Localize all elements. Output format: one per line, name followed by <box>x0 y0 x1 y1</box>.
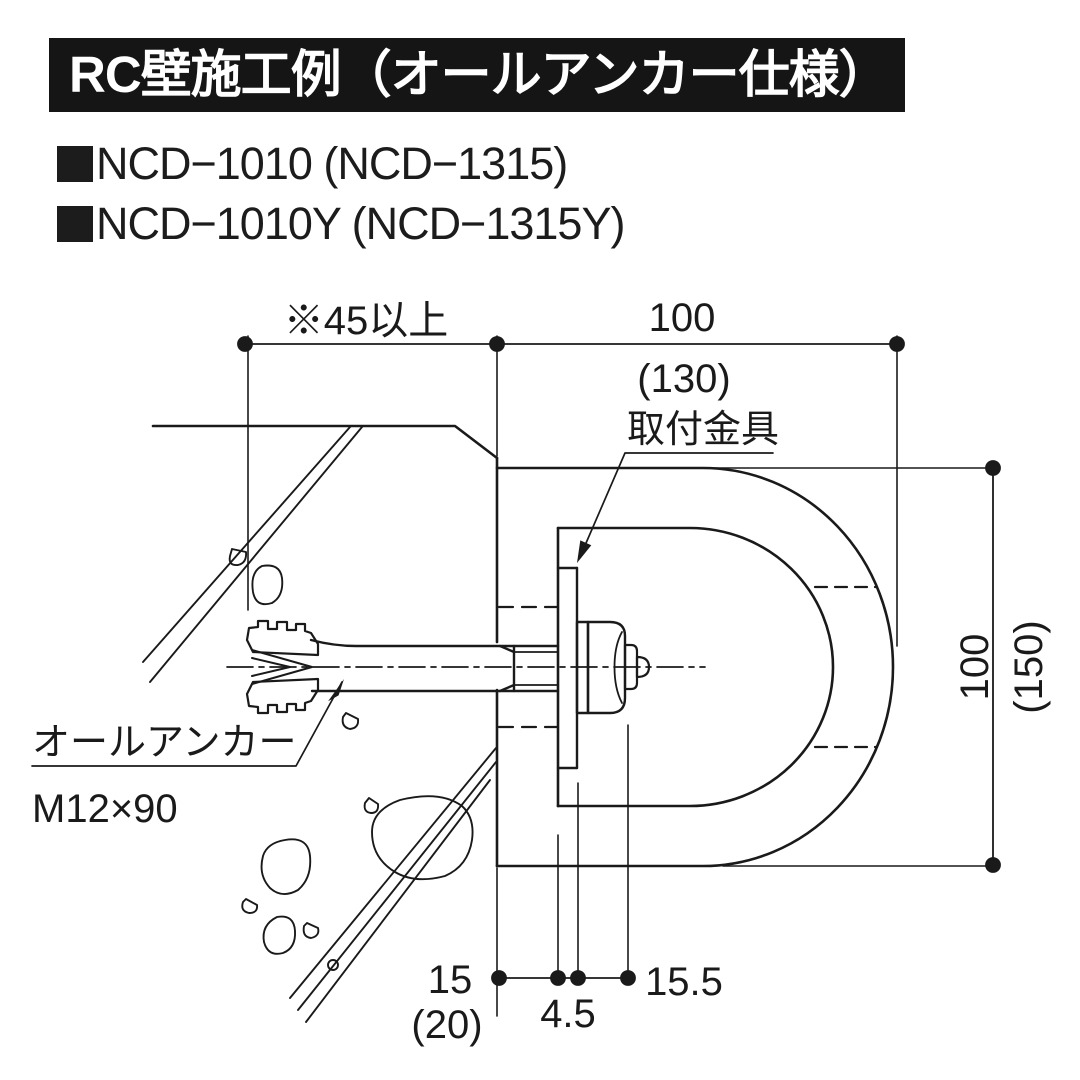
dim-base-thickness-alt: (20) <box>411 1003 482 1047</box>
right-dimension-line <box>985 460 1001 873</box>
dim-height-alt: (150) <box>1007 620 1051 713</box>
bolt-tip <box>635 655 651 679</box>
aggregate-pebbles <box>228 548 474 971</box>
wall-top-edge <box>151 424 499 460</box>
anchor-arrowhead-icon <box>328 679 344 702</box>
drawing-labels: ※45以上 100 (130) 取付金具 100 (150) 15 (20) 4… <box>32 296 1051 1047</box>
anchor-leader-line <box>31 681 343 767</box>
expansion-jaws <box>245 619 320 715</box>
mounting-plate <box>556 566 579 770</box>
nut-facet-line <box>613 631 623 704</box>
square-bullet-icon <box>57 146 93 182</box>
hex-nut <box>586 620 627 715</box>
dim-base-thickness: 15 <box>428 958 473 1002</box>
callout-anchor-label: オールアンカー <box>32 722 296 764</box>
dim-nut-projection: 15.5 <box>645 960 723 1004</box>
d-ring-inner-edge <box>556 526 835 808</box>
dim-plate-thickness: 4.5 <box>540 992 596 1036</box>
dim-height: 100 <box>953 634 997 701</box>
base-hole-hidden-lines <box>497 605 560 729</box>
dim-projection-alt: (130) <box>637 357 730 401</box>
section-title-bar: RC壁施工例（オールアンカー仕様） <box>49 38 905 112</box>
extension-lines <box>247 335 994 1017</box>
bolt-shaft-top <box>309 638 560 648</box>
anchor-bolt <box>226 619 706 715</box>
nut-collar <box>623 643 639 691</box>
rebar-lines <box>142 426 497 1023</box>
fastener-set <box>575 620 651 715</box>
callout-anchor-spec: M12×90 <box>32 787 178 831</box>
model-number-2: NCD−1010Y (NCD−1315Y) <box>96 198 625 249</box>
dim-min-embed-depth: ※45以上 <box>284 299 449 343</box>
model-number-line-1: NCD−1010 (NCD−1315) <box>57 138 568 189</box>
bracket-leader-line <box>579 452 774 558</box>
dim-projection: 100 <box>649 296 716 340</box>
d-ring-hook <box>495 466 895 868</box>
expansion-slit-chevrons <box>251 649 313 685</box>
thread-lines <box>513 651 559 686</box>
square-bullet-icon <box>57 206 93 242</box>
top-dimension-line <box>237 336 905 352</box>
callout-bracket-label: 取付金具 <box>627 409 779 451</box>
wall-section <box>142 424 499 1023</box>
bracket-arrowhead-icon <box>577 540 592 563</box>
section-title: RC壁施工例（オールアンカー仕様） <box>69 46 890 103</box>
model-number-line-2: NCD−1010Y (NCD−1315Y) <box>57 198 625 249</box>
model-number-1: NCD−1010 (NCD−1315) <box>96 138 568 189</box>
bottom-dimension-line <box>491 970 636 986</box>
ring-hidden-lines <box>813 585 879 749</box>
d-ring-outer-edge <box>495 466 895 868</box>
callout-leaders <box>31 452 774 767</box>
